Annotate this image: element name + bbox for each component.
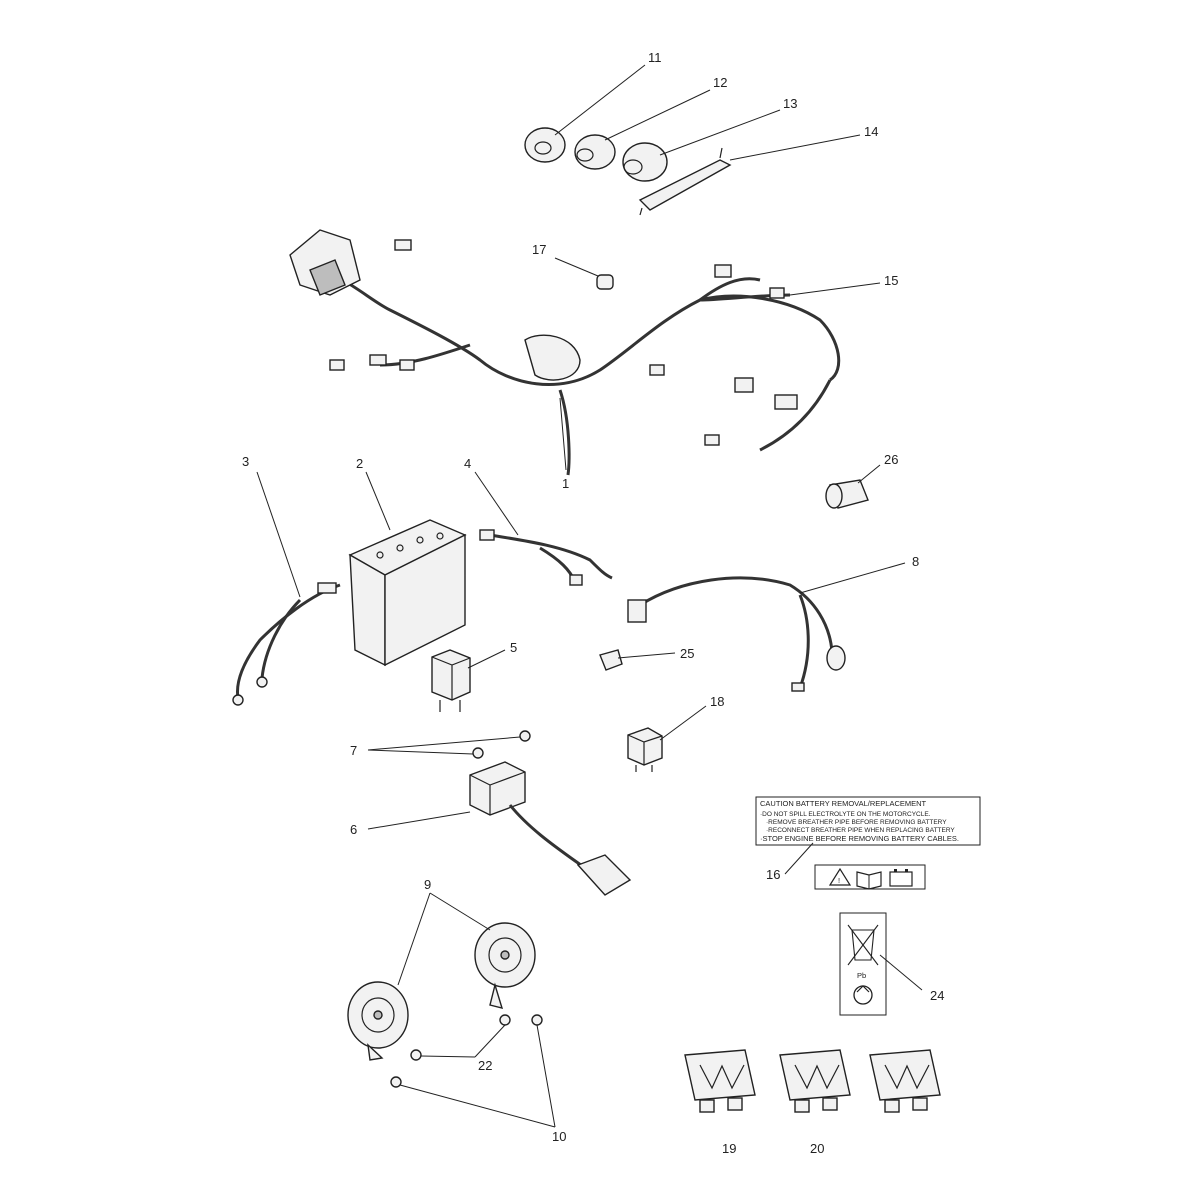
part-13-grommet (622, 142, 668, 182)
warning-triangle-icon: ! (828, 867, 852, 886)
part-8-sensor-lead (627, 576, 846, 692)
part-1-main-harness (289, 229, 841, 476)
part-25-connector (599, 649, 623, 671)
callout-24: 24 (930, 988, 944, 1003)
part-3-battery-lead (232, 582, 341, 706)
callout-17: 17 (532, 242, 546, 257)
part-26-terminal-cover (825, 479, 869, 509)
part-16-caution-label: CAUTION BATTERY REMOVAL/REPLACEMENT ·DO … (755, 796, 981, 890)
caution-line-2: ·DO NOT SPILL ELECTROLYTE ON THE MOTORCY… (760, 811, 931, 818)
caution-line-3: ·REMOVE BREATHER PIPE BEFORE REMOVING BA… (766, 819, 947, 826)
part-4-battery-lead (479, 529, 613, 586)
part-17-cap (596, 274, 614, 290)
callout-16: 16 (766, 867, 780, 882)
part-24-recycle-label: Pb (839, 912, 887, 1016)
callout-5: 5 (510, 640, 517, 655)
callout-7: 7 (350, 743, 357, 758)
callout-25: 25 (680, 646, 694, 661)
callout-22: 22 (478, 1058, 492, 1073)
callout-12: 12 (713, 75, 727, 90)
callout-15: 15 (884, 273, 898, 288)
callout-14: 14 (864, 124, 878, 139)
part-5-relay (431, 649, 471, 712)
callout-18: 18 (710, 694, 724, 709)
part-14-clip-strap (638, 147, 732, 216)
part-fuse-3 (869, 1049, 941, 1113)
part-7-screws (472, 730, 531, 759)
callout-9: 9 (424, 877, 431, 892)
recycle-icon (853, 985, 873, 1005)
caution-line-1: CAUTION BATTERY REMOVAL/REPLACEMENT (760, 799, 927, 808)
part-6-regulator (469, 761, 632, 896)
part-2-battery (348, 519, 467, 667)
caution-line-4: ·RECONNECT BREATHER PIPE WHEN REPLACING … (766, 827, 955, 834)
callout-3: 3 (242, 454, 249, 469)
callout-26: 26 (884, 452, 898, 467)
callout-6: 6 (350, 822, 357, 837)
part-18-relay (627, 727, 663, 772)
crossed-bin-icon (847, 924, 879, 966)
leader-lines (256, 64, 923, 1128)
svg-text:!: ! (838, 876, 840, 885)
callout-10: 10 (552, 1129, 566, 1144)
manual-book-icon (856, 871, 882, 890)
caution-line-5: ·STOP ENGINE BEFORE REMOVING BATTERY CAB… (760, 834, 959, 843)
part-22-nuts (410, 1014, 511, 1061)
chem-symbol: Pb (857, 971, 866, 980)
callout-19: 19 (722, 1141, 736, 1156)
callout-numbers: 11 12 13 14 15 17 1 26 3 2 4 5 8 25 18 7… (242, 50, 944, 1156)
callout-8: 8 (912, 554, 919, 569)
callout-1: 1 (562, 476, 569, 491)
part-12-grommet (574, 134, 616, 170)
part-20-fuse (779, 1049, 851, 1113)
part-11-grommet (524, 127, 566, 163)
battery-icon (889, 869, 913, 887)
callout-13: 13 (783, 96, 797, 111)
part-10-bolts (390, 1014, 543, 1088)
callout-11: 11 (648, 50, 662, 65)
callout-4: 4 (464, 456, 471, 471)
callout-20: 20 (810, 1141, 824, 1156)
part-19-fuse (684, 1049, 756, 1113)
part-9-horn-right (474, 922, 536, 1009)
callout-2: 2 (356, 456, 363, 471)
part-9-horn-left (347, 981, 409, 1061)
